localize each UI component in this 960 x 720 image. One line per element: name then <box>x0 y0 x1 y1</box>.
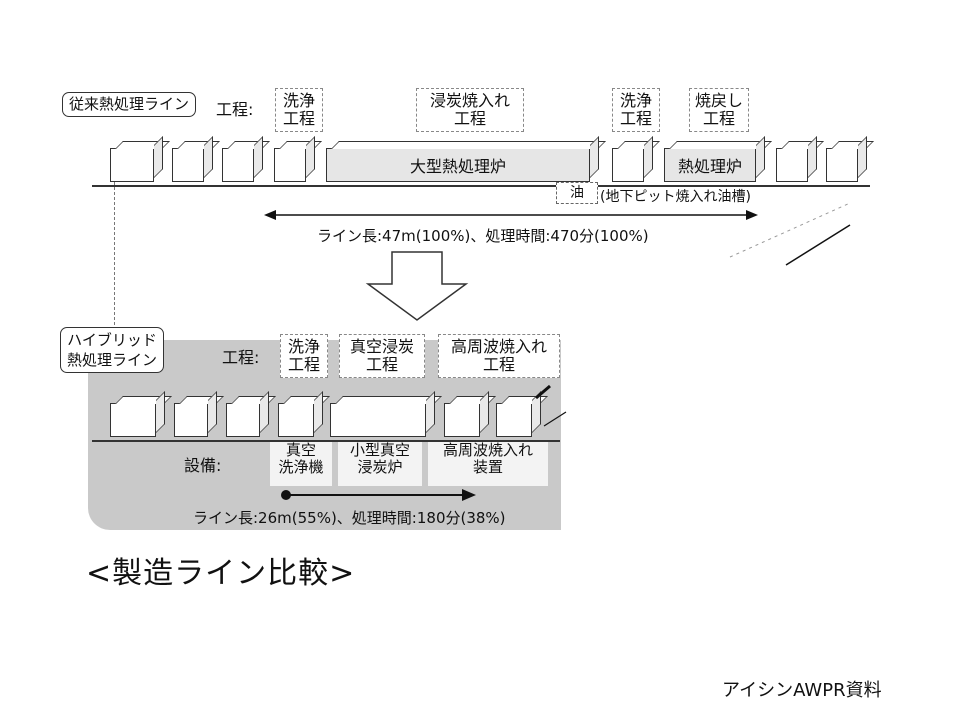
conv-step-temper: 焼戻し 工程 <box>689 88 749 132</box>
hyb-step-induction: 高周波焼入れ 工程 <box>438 334 560 378</box>
conv-box-3 <box>222 148 254 182</box>
conv-length-arrow <box>264 210 758 220</box>
conv-step-wash2: 洗浄 工程 <box>612 88 660 132</box>
hyb-equip-washer: 真空 洗浄機 <box>270 442 332 486</box>
conv-box-1 <box>110 148 154 182</box>
hyb-box-2 <box>174 403 208 437</box>
conv-large-furnace: 大型熱処理炉 <box>326 148 590 182</box>
source-credit: アイシンAWPR資料 <box>722 680 882 701</box>
hyb-equipment-label: 設備: <box>184 456 222 475</box>
conv-oil-box: 油 <box>556 182 598 204</box>
hybrid-process-label: 工程: <box>222 348 260 367</box>
conv-box-7 <box>826 148 858 182</box>
conv-oil-tank-label: (地下ピット焼入れ油槽) <box>600 189 751 205</box>
hyb-washer <box>278 403 314 437</box>
hyb-step-wash: 洗浄 工程 <box>280 334 328 378</box>
conv-box-4 <box>274 148 306 182</box>
conv-large-furnace-label: 大型熱処理炉 <box>409 157 506 176</box>
hyb-decor-marks <box>535 384 567 427</box>
conv-metric: ライン長:47m(100%)、処理時間:470分(100%) <box>317 227 649 245</box>
hyb-vacuum-furnace <box>330 403 426 437</box>
conv-box-2 <box>172 148 204 182</box>
hyb-length-arrow <box>281 489 476 501</box>
conv-small-furnace: 熱処理炉 <box>664 148 756 182</box>
conv-floor-line <box>92 185 870 187</box>
hyb-equip-induction: 高周波焼入れ 装置 <box>428 442 548 486</box>
conventional-line-label: 従来熱処理ライン <box>62 92 197 117</box>
hyb-floor-line <box>92 440 560 442</box>
conv-step-carburize: 浸炭焼入れ 工程 <box>416 88 524 132</box>
hyb-induction-2 <box>496 403 532 437</box>
hyb-equip-vacuum-furnace: 小型真空 浸炭炉 <box>338 442 422 486</box>
down-arrow-icon <box>365 251 469 321</box>
hyb-step-vacuum-carburize: 真空浸炭 工程 <box>339 334 425 378</box>
conv-step-wash1: 洗浄 工程 <box>275 88 323 132</box>
hyb-induction-1 <box>444 403 480 437</box>
conv-decor-lines <box>729 202 851 266</box>
left-guide-line <box>114 182 115 400</box>
page-caption: <製造ライン比較> <box>86 556 356 591</box>
hybrid-line-label: ハイブリッド 熱処理ライン <box>60 327 165 373</box>
conv-box-5 <box>612 148 644 182</box>
hyb-box-3 <box>226 403 260 437</box>
conv-small-furnace-label: 熱処理炉 <box>677 157 742 176</box>
conv-box-6 <box>776 148 808 182</box>
hyb-box-1 <box>110 403 156 437</box>
conv-oil-label: 油 <box>570 185 584 201</box>
hyb-metric: ライン長:26m(55%)、処理時間:180分(38%) <box>193 509 506 527</box>
conventional-process-label: 工程: <box>216 100 254 119</box>
